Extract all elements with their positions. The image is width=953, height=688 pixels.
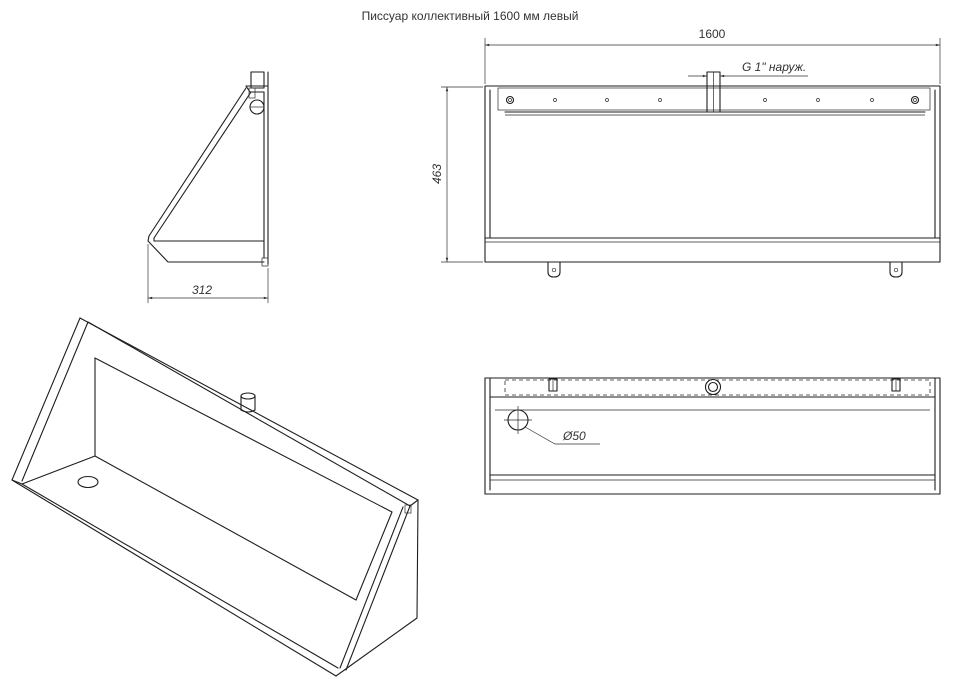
front-foot-left	[547, 261, 561, 278]
iso-front-bottom-edge	[11, 479, 337, 677]
front-foot-right	[889, 261, 903, 278]
side-pipe	[250, 71, 265, 89]
thread-note: G 1" наруж.	[742, 60, 806, 74]
mounting-rail	[497, 87, 931, 111]
iso-drain-hole	[77, 475, 99, 489]
iso-back-inner-edge	[94, 357, 393, 513]
side-view: 312	[147, 71, 269, 303]
mounting-holes	[505, 95, 920, 105]
iso-floor-back-edge	[94, 455, 357, 601]
front-outline	[484, 85, 941, 263]
side-trough-profile	[147, 235, 265, 263]
drain-hole	[504, 406, 532, 434]
width-dimension: 1600	[699, 27, 726, 41]
depth-dimension: 312	[192, 283, 212, 297]
top-supply-pipe	[704, 378, 722, 396]
height-dimension: 463	[430, 164, 444, 184]
top-view: Ø50	[484, 377, 941, 495]
isometric-view	[11, 317, 419, 677]
iso-top-back-edge	[79, 317, 419, 501]
side-sloped-panel	[148, 87, 247, 237]
front-view: G 1" наруж. 1600 463	[430, 27, 941, 278]
top-rail-hidden	[504, 379, 931, 396]
drawing-title: Писсуар коллективный 1600 мм левый	[362, 9, 579, 23]
iso-supply-pipe	[240, 392, 256, 413]
iso-left-front-edge	[11, 317, 81, 481]
top-brackets	[548, 378, 901, 392]
iso-right-end-panel	[335, 499, 419, 677]
top-outline	[484, 377, 941, 495]
drain-dimension: Ø50	[562, 429, 586, 443]
